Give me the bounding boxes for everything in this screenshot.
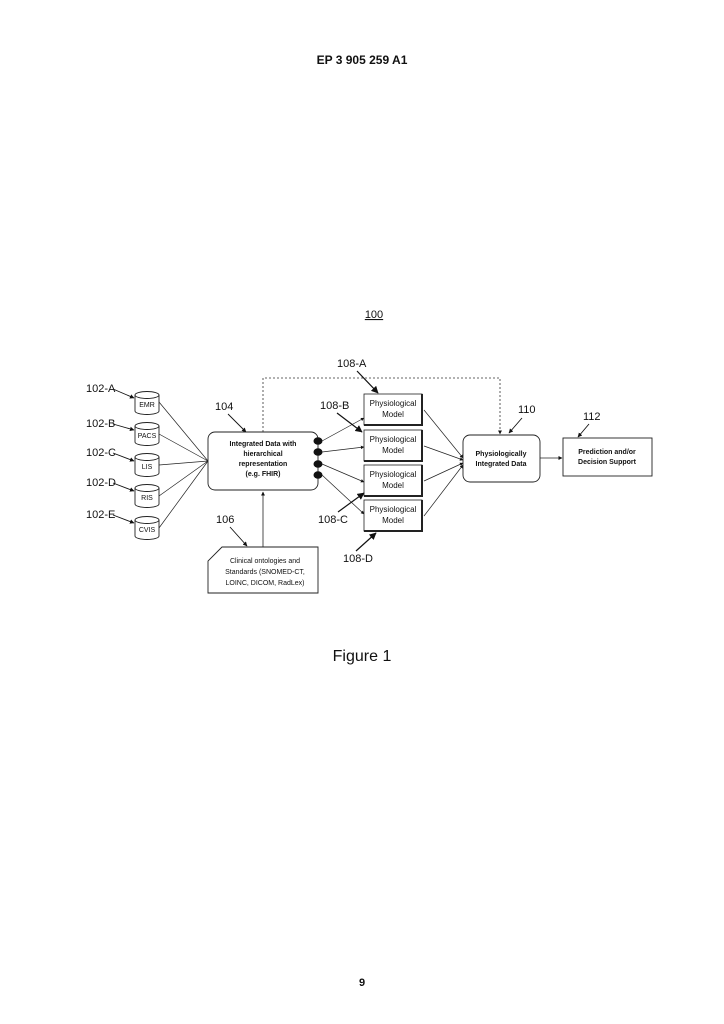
leader-106 (230, 527, 247, 546)
leader-112 (578, 424, 589, 437)
source-emr-label: EMR (139, 402, 155, 409)
leader-102-d (113, 483, 134, 491)
model-108-d-line-2: Model (382, 516, 404, 525)
leader-108-a (357, 371, 378, 393)
ref-106: 106 (216, 514, 234, 526)
leader-108-d (356, 533, 376, 551)
model-108-d-line-1: Physiological (370, 505, 417, 514)
source-emr: EMR (135, 392, 159, 415)
integrated-line-3: representation (239, 461, 288, 468)
physio-data-line-1: Physiologically (476, 451, 527, 458)
source-ris: RIS (135, 485, 159, 508)
prediction-box (563, 438, 652, 476)
prediction-line-1: Prediction and/or (578, 449, 636, 456)
leader-104 (228, 414, 246, 432)
model-108-d: Physiological Model (364, 500, 423, 532)
source-lis: LIS (135, 454, 159, 477)
model-108-c: Physiological Model (364, 465, 423, 497)
ref-108-d: 108-D (343, 553, 373, 565)
model-108-a-line-2: Model (382, 410, 404, 419)
model-108-a-line-1: Physiological (370, 399, 417, 408)
leader-110 (509, 418, 522, 433)
model-108-b: Physiological Model (364, 430, 423, 462)
ontology-line-3: LOINC, DICOM, RadLex) (226, 580, 305, 587)
ref-108-c: 108-C (318, 514, 348, 526)
model-108-a: Physiological Model (364, 394, 423, 426)
prediction-line-2: Decision Support (578, 459, 637, 466)
port-to-model-arrows (322, 418, 364, 514)
ref-102-d: 102-D (86, 477, 116, 489)
integrated-line-4: (e.g. FHIR) (246, 471, 281, 478)
source-ris-label: RIS (141, 495, 153, 502)
ref-102-b: 102-B (86, 418, 115, 430)
leader-108-b (337, 413, 362, 432)
leader-102-c (113, 453, 134, 461)
model-108-b-line-2: Model (382, 446, 404, 455)
physio-data-box (463, 435, 540, 482)
source-pacs: PACS (135, 423, 159, 446)
model-108-b-line-1: Physiological (370, 435, 417, 444)
ref-108-b: 108-B (320, 400, 349, 412)
source-cvis-label: CVIS (139, 527, 156, 534)
ontology-line-2: Standards (SNOMED-CT, (225, 569, 305, 576)
ref-102-c: 102-C (86, 447, 116, 459)
leader-102-e (113, 515, 134, 523)
page-number: 9 (0, 977, 724, 989)
leader-108-c (338, 493, 364, 512)
ref-102-e: 102-E (86, 509, 115, 521)
source-pacs-label: PACS (138, 433, 157, 440)
source-converging-lines (159, 402, 208, 528)
integrated-line-1: Integrated Data with (230, 441, 297, 448)
figure-caption: Figure 1 (0, 648, 724, 666)
ontology-line-1: Clinical ontologies and (230, 558, 300, 565)
leader-102-b (113, 424, 134, 430)
integrated-line-2: hierarchical (243, 451, 282, 458)
ref-102-a: 102-A (86, 383, 116, 395)
ref-108-a: 108-A (337, 358, 367, 370)
model-108-c-line-2: Model (382, 481, 404, 490)
figure-ref-100: 100 (365, 309, 383, 321)
source-cvis: CVIS (135, 517, 159, 540)
model-108-c-line-1: Physiological (370, 470, 417, 479)
ref-112: 112 (583, 411, 601, 423)
physio-data-line-2: Integrated Data (476, 461, 527, 468)
model-to-physio-arrows (424, 410, 463, 516)
ref-104: 104 (215, 401, 233, 413)
ref-110: 110 (518, 404, 536, 416)
source-lis-label: LIS (142, 464, 153, 471)
leader-102-a (113, 389, 134, 398)
